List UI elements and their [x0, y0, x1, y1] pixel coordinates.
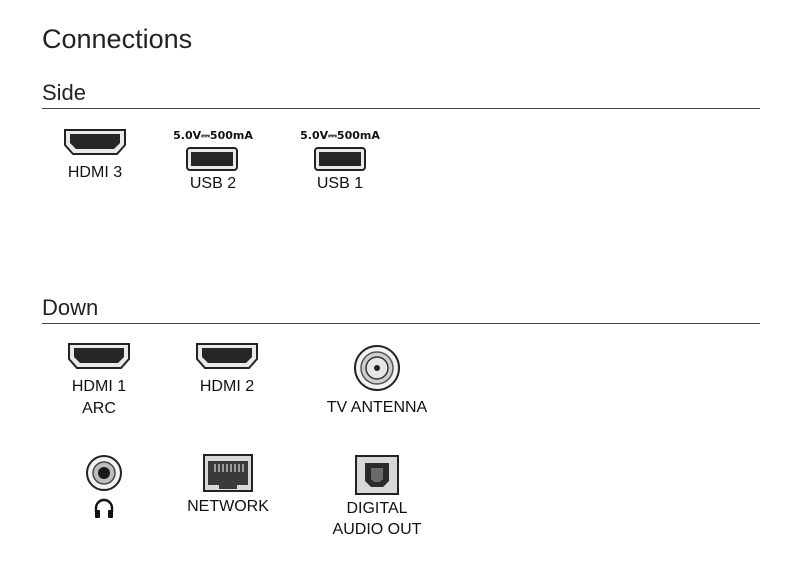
port-label-audio-out: AUDIO OUT	[332, 521, 422, 538]
port-label-digital: DIGITAL	[346, 500, 408, 517]
page-title: Connections	[42, 24, 193, 54]
section-divider-down	[42, 323, 760, 324]
coaxial-antenna-icon	[353, 345, 401, 391]
port-label-network: NETWORK	[187, 498, 269, 515]
usb-power-spec: 5.0V⎓500mA	[173, 129, 253, 142]
port-label-hdmi3: HDMI 3	[67, 164, 123, 181]
section-heading-side: Side	[42, 80, 87, 105]
port-label-tv-antenna: TV ANTENNA	[326, 399, 428, 416]
port-label-arc: ARC	[82, 400, 116, 417]
ethernet-port-icon	[203, 454, 253, 492]
hdmi-port-icon	[68, 343, 130, 369]
port-label-hdmi1: HDMI 1	[71, 378, 127, 395]
hdmi-port-icon	[64, 129, 126, 155]
port-label-usb2: USB 2	[189, 175, 237, 192]
usb-port-icon	[314, 147, 366, 171]
headphone-jack-icon	[86, 455, 122, 491]
port-label-usb1: USB 1	[316, 175, 364, 192]
hdmi-port-icon	[196, 343, 258, 369]
section-divider-side	[42, 108, 760, 109]
port-label-hdmi2: HDMI 2	[199, 378, 255, 395]
section-heading-down: Down	[42, 295, 99, 320]
optical-port-icon	[355, 455, 399, 495]
headphones-icon	[93, 497, 115, 519]
usb-port-icon	[186, 147, 238, 171]
usb-power-spec: 5.0V⎓500mA	[300, 129, 380, 142]
